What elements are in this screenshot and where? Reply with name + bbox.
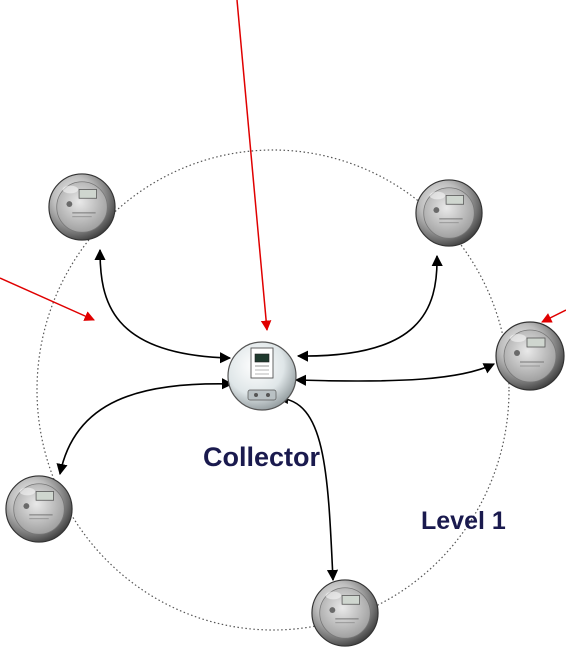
- meter-top-left: [48, 173, 116, 241]
- collector-node: [227, 341, 297, 411]
- level-label: Level 1: [421, 507, 506, 535]
- meter-bottom-left: [5, 475, 73, 543]
- meter-icon: [5, 475, 73, 543]
- level-1-ring: [36, 149, 510, 631]
- meter-icon: [415, 179, 483, 247]
- collector-meter-icon: [227, 341, 297, 411]
- collector-label: Collector: [203, 442, 321, 472]
- pointer-arrow-right: [541, 309, 566, 323]
- meter-icon: [495, 321, 565, 391]
- meter-icon: [48, 173, 116, 241]
- meter-top-right: [415, 179, 483, 247]
- meter-icon: [311, 579, 379, 647]
- link-collector-right: [294, 363, 496, 386]
- link-collector-top-left: [94, 248, 232, 364]
- meter-right: [495, 321, 565, 391]
- pointer-arrow-left: [0, 277, 95, 321]
- pointer-arrow-top: [236, 0, 272, 332]
- link-collector-top-right: [296, 254, 443, 362]
- meter-bottom: [311, 579, 379, 647]
- link-collector-bottom: [276, 392, 339, 582]
- link-collector-bottom-left: [56, 378, 234, 476]
